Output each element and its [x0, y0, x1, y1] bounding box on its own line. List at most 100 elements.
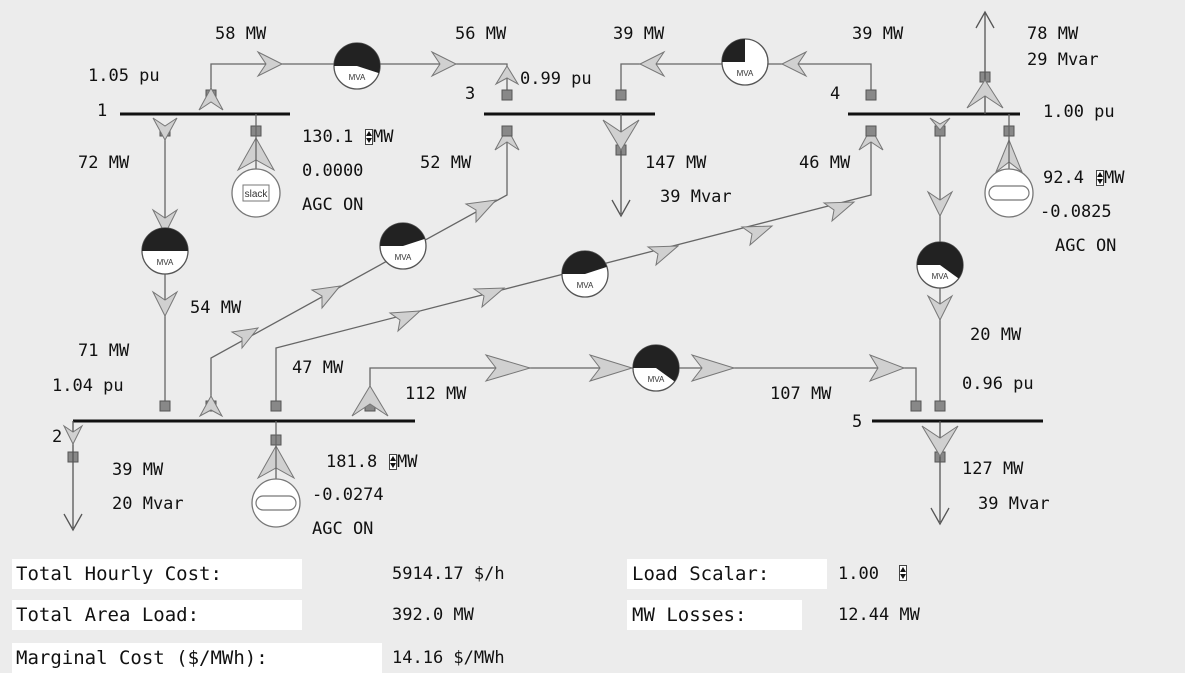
gauge-unit-label: MVA [737, 69, 754, 78]
gen-1-unit: MW [373, 127, 394, 147]
area-load-value: 392.0 MW [392, 605, 474, 625]
flow-4-3-from: 39 MW [852, 24, 904, 44]
load-scalar-label: Load Scalar: [632, 563, 770, 585]
flow-arrow [780, 50, 808, 78]
load-3-mvar: 39 Mvar [660, 187, 732, 207]
bus-1-voltage: 1.05 pu [88, 66, 160, 86]
flow-2-4-to: 46 MW [799, 153, 851, 173]
line-2-4-gauge-icon[interactable]: MVA [561, 250, 609, 298]
line-2-5-gauge-icon[interactable]: MVA [632, 344, 680, 392]
breaker[interactable] [501, 89, 513, 101]
marginal-cost-label: Marginal Cost ($/MWh): [16, 647, 268, 669]
line-4-5-gauge-icon[interactable]: MVA [916, 241, 964, 289]
breaker[interactable] [270, 400, 282, 412]
gen-chevron [494, 65, 520, 86]
area-load-label: Total Area Load: [16, 604, 200, 626]
gen-2-agc[interactable]: AGC ON [312, 519, 374, 539]
flow-arrow [472, 287, 506, 309]
bus-2-voltage: 1.04 pu [52, 376, 124, 396]
bus-4-voltage: 1.00 pu [1043, 102, 1115, 122]
breaker[interactable] [615, 89, 627, 101]
flow-1-3-to: 56 MW [455, 24, 507, 44]
load-scalar-value[interactable]: 1.00 [838, 564, 879, 584]
flow-arrow [230, 327, 260, 350]
gauge-unit-label: MVA [648, 375, 665, 384]
load-3-arrow-icon [611, 199, 631, 218]
load-chevron [921, 425, 959, 457]
flow-arrow [310, 285, 342, 310]
breaker[interactable] [159, 400, 171, 412]
load-5-arrow-icon [930, 507, 950, 526]
gen-4-mw: 92.4 [1043, 168, 1084, 188]
gen-4-mw-spinner[interactable] [1096, 170, 1104, 186]
breaker[interactable] [934, 400, 946, 412]
load-4-mw: 78 MW [1027, 24, 1079, 44]
gen-2-mw-spinner[interactable] [389, 454, 397, 470]
gen-chevron [152, 117, 178, 142]
flow-4-5-to: 20 MW [970, 325, 1022, 345]
bus-2-number: 2 [52, 427, 63, 447]
gen-chevron [929, 117, 951, 131]
flow-arrow [151, 290, 179, 318]
load-4-mvar: 29 Mvar [1027, 50, 1099, 70]
gen-2-value: -0.0274 [312, 485, 384, 505]
gen-4-agc[interactable]: AGC ON [1055, 236, 1117, 256]
flow-arrow [868, 354, 906, 382]
flow-arrow [690, 354, 736, 382]
losses-label-box [627, 600, 802, 630]
load-5-mvar: 39 Mvar [978, 494, 1050, 514]
generator-2-icon[interactable] [251, 478, 301, 528]
load-scalar-spinner[interactable] [899, 565, 907, 581]
flow-1-2-from: 72 MW [78, 153, 130, 173]
slack-label: slack [245, 189, 269, 200]
load-2-mw: 39 MW [112, 460, 164, 480]
line-1-3-gauge-icon[interactable]: MVA [333, 42, 381, 90]
gen-chevron [351, 385, 389, 417]
flow-arrow [638, 50, 666, 78]
flow-arrow [926, 294, 954, 322]
breaker[interactable] [865, 125, 877, 137]
gen-2-unit: MW [397, 452, 418, 472]
flow-1-2-to: 71 MW [78, 341, 130, 361]
bus-4-number: 4 [830, 84, 841, 104]
line-1-2-gauge-icon[interactable]: MVA [141, 227, 189, 275]
load-chevron [966, 79, 1004, 109]
gen-1-value: 0.0000 [302, 161, 364, 181]
breaker[interactable] [501, 125, 513, 137]
breaker[interactable] [865, 89, 877, 101]
breaker[interactable] [910, 400, 922, 412]
bus-1-number: 1 [97, 101, 108, 121]
line-2-3[interactable] [210, 130, 508, 405]
gen-1-agc[interactable]: AGC ON [302, 195, 364, 215]
line-4-3-gauge-icon[interactable]: MVA [721, 38, 769, 86]
gen-chevron [198, 394, 224, 418]
load-4-arrow-icon [975, 10, 995, 29]
generator-1-icon[interactable] [231, 168, 281, 218]
hourly-cost-value: 5914.17 $/h [392, 564, 505, 584]
hourly-cost-label: Total Hourly Cost: [16, 563, 222, 585]
area-load-label-box [12, 600, 302, 630]
gen-2-mw: 181.8 [326, 452, 378, 472]
flow-arrow [822, 201, 856, 223]
line-2-3-gauge-icon[interactable]: MVA [379, 222, 427, 270]
gen-4-unit: MW [1104, 168, 1125, 188]
gauge-unit-label: MVA [349, 73, 366, 82]
gen-chevron [198, 86, 224, 111]
flow-arrow [740, 225, 774, 247]
hourly-cost-label-box [12, 559, 302, 589]
flow-arrow [430, 50, 458, 78]
flow-arrow [256, 50, 284, 78]
bus-3-voltage: 0.99 pu [520, 69, 592, 89]
flow-arrow [484, 354, 532, 382]
gen-1-mw-spinner[interactable] [365, 129, 373, 145]
mw-losses-value: 12.44 MW [838, 605, 920, 625]
marginal-label-box [12, 643, 382, 673]
flow-2-3-from: 54 MW [190, 298, 242, 318]
load-chevron [62, 424, 84, 446]
gauge-unit-label: MVA [932, 272, 949, 281]
generator-4-icon[interactable] [984, 168, 1034, 218]
bus-5-voltage: 0.96 pu [962, 374, 1034, 394]
load-scalar-label-box [627, 559, 827, 589]
flow-4-3-to: 39 MW [613, 24, 665, 44]
gen-1-mw: 130.1 [302, 127, 354, 147]
